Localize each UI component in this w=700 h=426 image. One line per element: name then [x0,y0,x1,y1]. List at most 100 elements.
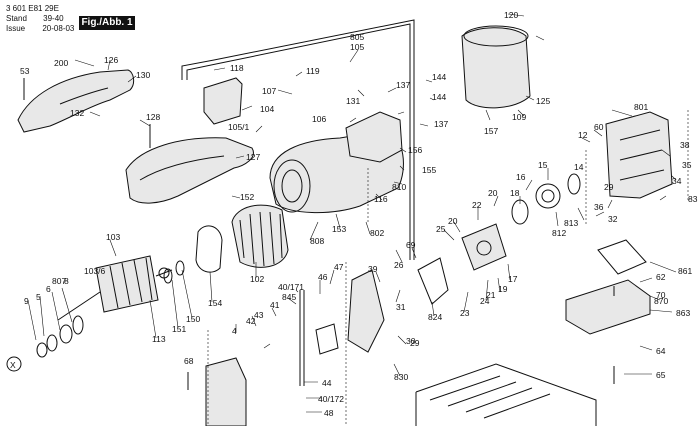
part-label-44: 44 [322,378,332,388]
part-label-127: 127 [246,152,260,162]
stand-value: 39-40 [43,14,64,23]
part-label-870: 870 [654,296,668,306]
part-label-144a: 144 [432,72,446,82]
bearing-5 [46,334,58,352]
part-label-18: 18 [510,188,520,198]
part-label-60: 60 [594,122,604,132]
part-label-130: 130 [136,70,150,80]
lever-861 [597,239,647,275]
part-label-12: 12 [578,130,588,140]
part-label-137b: 137 [434,119,448,129]
gear-15-hub [541,189,555,203]
part-label-5: 5 [36,292,41,302]
leader-lines [27,13,677,413]
figure-badge: Fig./Abb. 1 [79,16,135,30]
base-foot-plate [565,279,651,335]
part-label-69: 69 [406,240,416,250]
part-label-132: 132 [70,108,84,118]
part-label-805: 805 [350,32,364,42]
part-label-31: 31 [396,302,406,312]
part-label-41: 41 [270,300,280,310]
gear-cylinder-rim [463,25,529,47]
part-label-128: 128 [146,112,160,122]
part-label-863: 863 [676,308,690,318]
part-label-36: 36 [594,202,604,212]
part-label-808: 808 [310,236,324,246]
motor-housing-inner-ring [281,169,303,203]
part-label-9: 9 [24,296,29,306]
part-label-35: 35 [682,160,692,170]
part-label-126: 126 [104,55,118,65]
part-label-103_6: 103/6 [84,266,106,276]
issue-label: Issue [6,24,26,33]
motor-housing-front-ring [273,159,311,213]
part-label-118: 118 [230,63,244,73]
circle-x-marker [6,356,22,372]
part-label-861: 861 [678,266,692,276]
gear-cylinder-housing [461,27,531,109]
part-label-19: 19 [498,284,508,294]
issue-value: 20-08-03 [42,24,75,33]
part-label-20: 20 [488,188,498,198]
part-label-62: 62 [656,272,666,282]
part-label-102: 102 [250,274,264,284]
part-label-824: 824 [428,312,442,322]
carton-box [415,363,597,426]
part-label-83: 83 [688,194,698,204]
housing-shell [125,137,254,204]
part-label-30: 30 [406,336,416,346]
armature-lamination [109,257,153,309]
part-label-17: 17 [508,274,518,284]
part-label-109: 109 [512,112,526,122]
part-label-845: 845 [282,292,296,302]
part-label-144b: 144 [432,92,446,102]
counterweight-hole [476,240,492,256]
housing-inner [139,155,225,181]
stator-windings [239,211,283,267]
part-label-157: 157 [484,126,498,136]
part-label-29: 29 [604,182,614,192]
armature-core [95,255,159,313]
air-baffle [195,225,223,273]
part-label-113: 113 [152,334,166,344]
handle-grip-slot [59,87,109,105]
part-label-25: 25 [436,224,446,234]
roller-bracket [417,257,449,305]
part-label-131: 131 [346,96,360,106]
part-label-68: 68 [184,356,194,366]
part-label-47: 47 [334,262,344,272]
part-label-153: 153 [332,224,346,234]
armature-shaft-front [57,291,101,321]
part-label-151: 151 [172,324,186,334]
part-label-155: 155 [422,165,436,175]
part-label-29b: 29 [410,338,420,348]
gear-15 [535,183,561,209]
part-label-24: 24 [480,296,490,306]
part-label-120: 120 [504,10,518,20]
part-label-65: 65 [656,370,666,380]
part-label-105: 105 [350,42,364,52]
part-label-830: 830 [394,372,408,382]
part-label-137a: 137 [396,80,410,90]
part-label-39: 39 [368,264,378,274]
part-label-70: 70 [656,290,666,300]
part-label-154: 154 [208,298,222,308]
front-housing [205,357,247,426]
part-label-8: 8 [64,276,69,286]
bearing-151 [163,268,173,284]
part-label-16: 16 [516,172,526,182]
part-label-152: 152 [240,192,254,202]
part-label-64: 64 [656,346,666,356]
part-label-104: 104 [260,104,274,114]
washer-8 [72,315,84,335]
handle-shell [17,69,135,133]
bearing-807 [59,324,73,344]
gearbox-rib [619,129,665,181]
part-label-15: 15 [538,160,548,170]
part-label-150: 150 [186,314,200,324]
carton-ribs [429,375,551,419]
part-label-812: 812 [552,228,566,238]
doc-number: 3 601 E81 29E [6,4,59,13]
part-label-22: 22 [472,200,482,210]
